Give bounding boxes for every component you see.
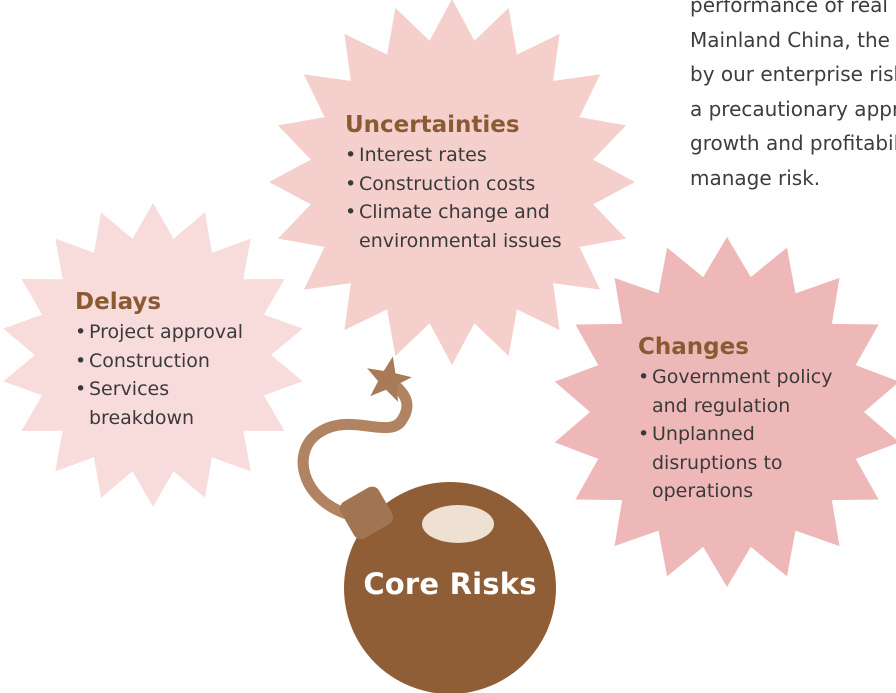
uncertainties-heading: Uncertainties [345,112,520,138]
bomb-body [344,482,556,693]
bomb-cap [339,486,394,540]
bomb-fuse [297,382,413,521]
intro-text-fragment: performance of real Mainland China, the … [690,0,896,195]
changes-heading: Changes [638,334,749,360]
core-risks-label: Core Risks [363,567,537,601]
intro-line: manage risk. [690,165,821,190]
changes-item: Government policy and regulation [638,363,832,420]
delays-item: Services breakdown [75,375,243,432]
changes-block: Changes Government policy and regulation… [638,332,832,506]
uncertainties-item: Construction costs [345,170,562,199]
intro-line: by our enterprise risk [690,62,896,86]
uncertainties-item: Climate change and environmental issues [345,198,562,255]
intro-line: a precautionary appr [690,96,896,121]
delays-heading: Delays [75,289,162,315]
delays-item: Construction [75,347,243,376]
intro-line: performance of real [690,0,888,17]
intro-line: Mainland China, the [690,27,890,52]
bomb-highlight [422,505,494,543]
delays-block: Delays Project approval Construction Ser… [75,287,243,432]
changes-item: Unplanned disruptions to operations [638,420,832,506]
delays-item: Project approval [75,318,243,347]
uncertainties-item: Interest rates [345,141,562,170]
uncertainties-block: Uncertainties Interest rates Constructio… [345,110,562,255]
intro-line: growth and profitabil [690,131,896,155]
fuse-spark-star-icon [367,356,412,402]
